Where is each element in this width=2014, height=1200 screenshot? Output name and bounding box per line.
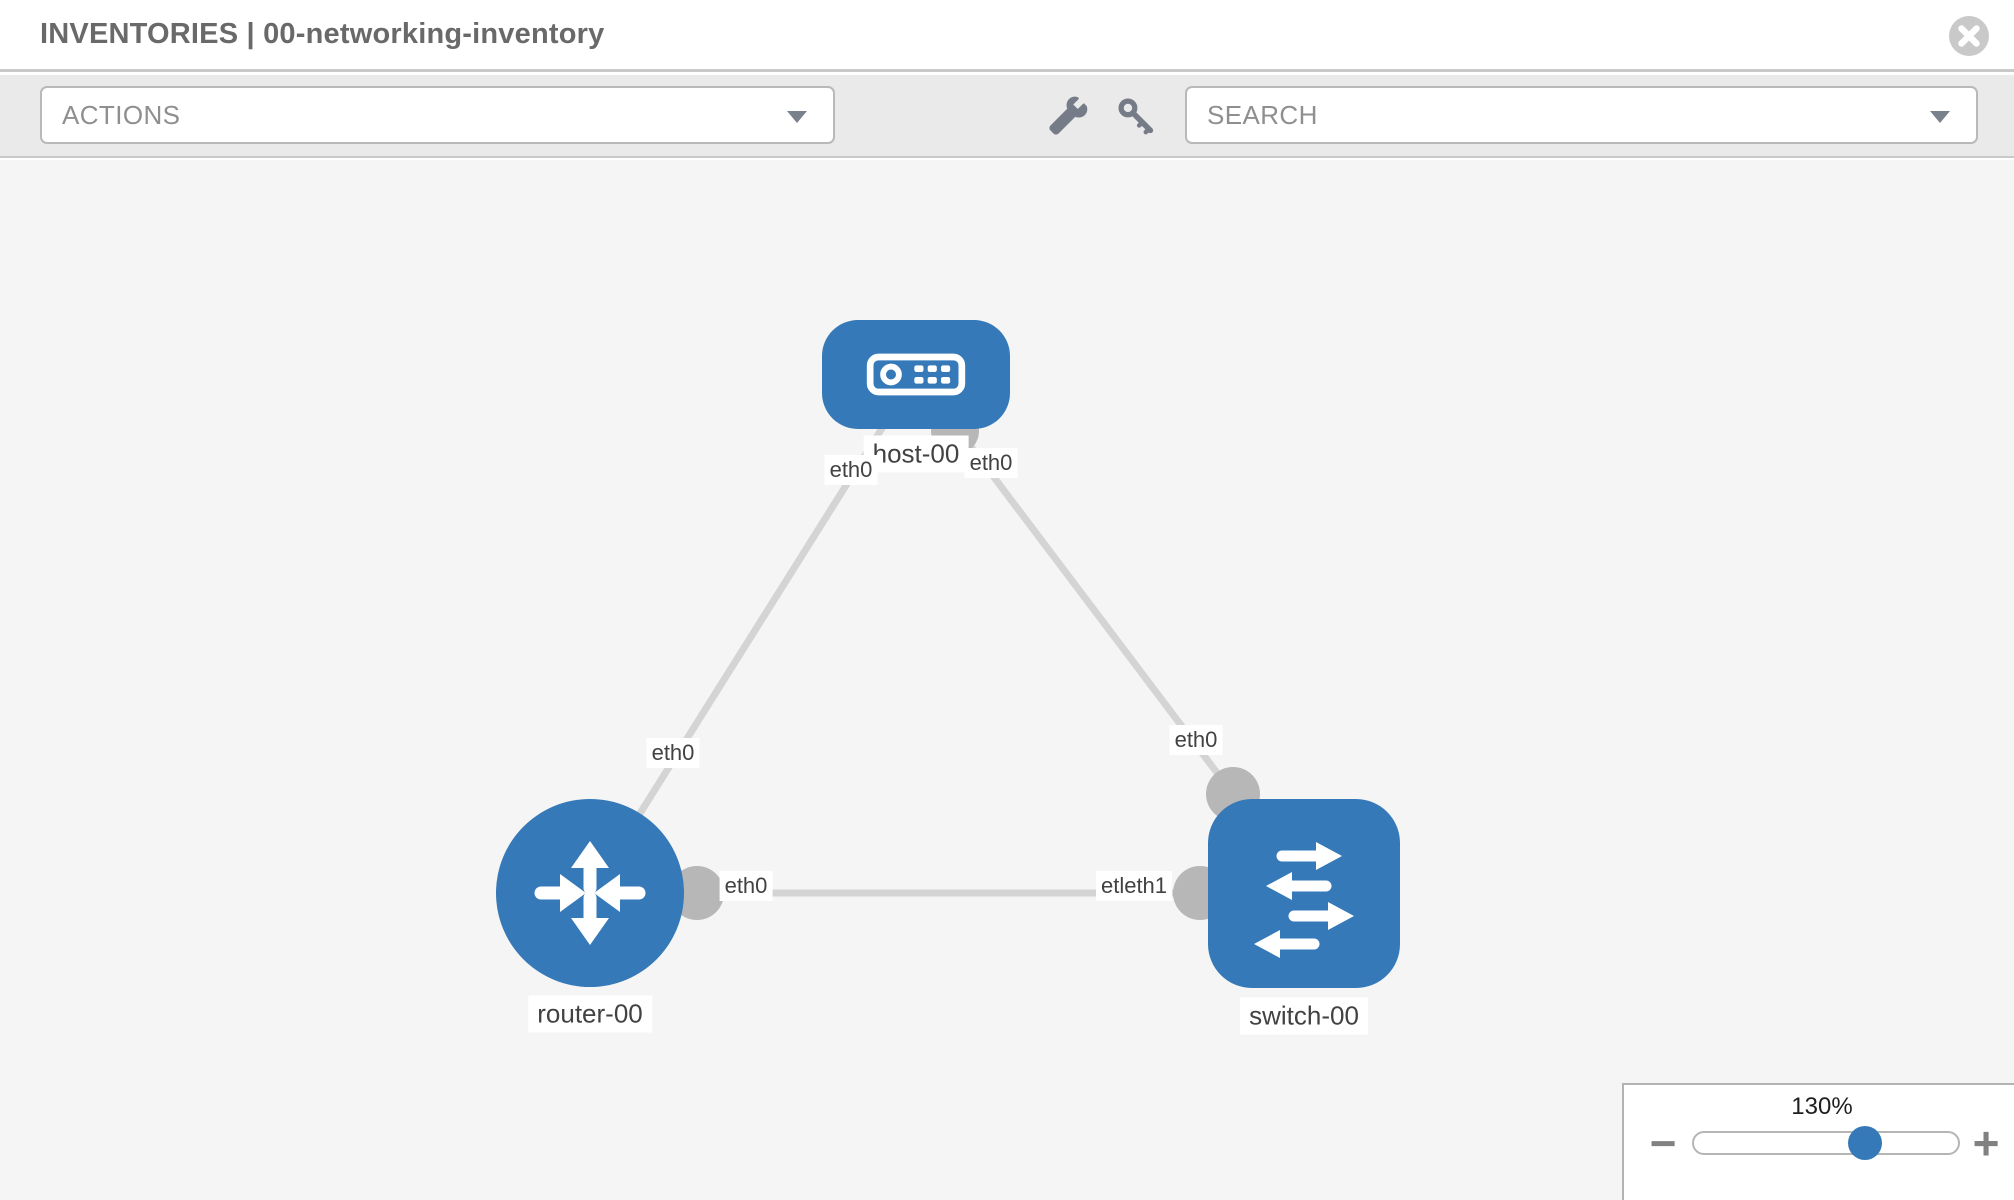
wrench-icon bbox=[1049, 96, 1088, 135]
zoom-in-button[interactable]: + bbox=[1961, 1113, 2011, 1173]
close-button[interactable] bbox=[1948, 15, 1990, 57]
interface-label: etleth1 bbox=[1095, 871, 1173, 901]
chevron-down-icon bbox=[787, 111, 807, 123]
zoom-out-button[interactable]: − bbox=[1638, 1113, 1688, 1173]
close-icon bbox=[1949, 16, 1989, 56]
search-placeholder: SEARCH bbox=[1207, 100, 1318, 130]
node-router-00[interactable] bbox=[496, 799, 684, 987]
zoom-slider-thumb[interactable] bbox=[1848, 1126, 1882, 1160]
zoom-slider[interactable] bbox=[1692, 1126, 1960, 1160]
switch-icon bbox=[1254, 842, 1354, 958]
actions-dropdown-label: ACTIONS bbox=[62, 100, 181, 130]
node-label-router: router-00 bbox=[528, 995, 652, 1033]
interface-label: eth0 bbox=[1169, 725, 1223, 755]
interface-dot bbox=[670, 866, 724, 920]
key-button[interactable] bbox=[1114, 95, 1158, 139]
toolbar: ACTIONS SEARCH bbox=[0, 75, 2014, 158]
interface-label: eth0 bbox=[824, 455, 878, 485]
actions-dropdown[interactable]: ACTIONS bbox=[40, 86, 835, 144]
search-dropdown[interactable]: SEARCH bbox=[1185, 86, 1978, 144]
node-label-switch: switch-00 bbox=[1240, 997, 1368, 1035]
page-title: INVENTORIES | 00-networking-inventory bbox=[40, 18, 605, 50]
interface-label: eth0 bbox=[646, 738, 700, 768]
page-header: INVENTORIES | 00-networking-inventory bbox=[0, 0, 2014, 72]
node-label-host: host-00 bbox=[863, 435, 969, 473]
router-icon bbox=[534, 841, 646, 945]
topology-canvas[interactable]: host-00 router-00 switch-00 eth0 eth0 et… bbox=[0, 160, 2014, 1200]
node-host-00[interactable] bbox=[822, 320, 1010, 429]
chevron-down-icon bbox=[1930, 111, 1950, 123]
topology-graph bbox=[496, 320, 1400, 988]
host-icon bbox=[866, 353, 966, 396]
interface-label: eth0 bbox=[719, 871, 773, 901]
zoom-level-label: 130% bbox=[1791, 1093, 1853, 1120]
key-icon bbox=[1118, 98, 1154, 135]
tools-button[interactable] bbox=[1046, 95, 1090, 139]
zoom-control-panel: 130% − + bbox=[1622, 1083, 2014, 1200]
interface-label: eth0 bbox=[964, 448, 1018, 478]
node-switch-00[interactable] bbox=[1208, 799, 1400, 988]
